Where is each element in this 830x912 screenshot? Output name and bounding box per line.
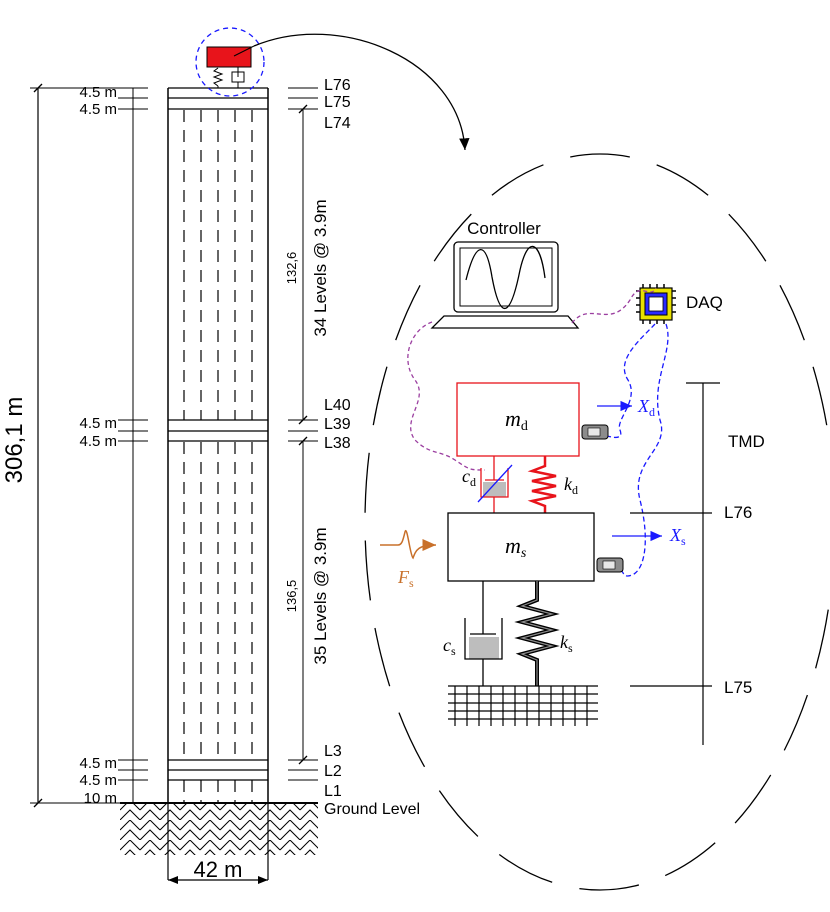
- tower-height-label: 306,1 m: [1, 397, 28, 484]
- upper-story-dim: 132,6: [284, 252, 299, 285]
- level-L74: L74: [324, 115, 351, 132]
- sensor-wire-md: [604, 323, 656, 439]
- roof-spring-icon: [212, 67, 224, 87]
- width-dimension: [168, 876, 268, 884]
- fs-label: Fs: [397, 567, 414, 590]
- controller-laptop: [430, 241, 580, 329]
- dim-l40-l39: 4.5 m: [79, 415, 117, 432]
- waveform-icon: [465, 245, 546, 309]
- tmd-mass-md: [456, 382, 580, 457]
- dim-l3-l2: 4.5 m: [79, 755, 117, 772]
- controller-label: Controller: [467, 219, 541, 238]
- dim-l2-l1: 4.5 m: [79, 772, 117, 789]
- interior-columns: [183, 110, 253, 803]
- damper-cs: [464, 581, 503, 686]
- level-L76: L76: [324, 77, 351, 94]
- sensor-ms-icon: [596, 557, 624, 573]
- detail-l76-label: L76: [724, 503, 752, 522]
- controller-daq-wire: [571, 287, 657, 324]
- left-floor-ticks: [118, 87, 148, 803]
- xs-label: Xs: [669, 525, 686, 548]
- sensor-wire-ms: [611, 323, 669, 577]
- tmd-label: TMD: [728, 432, 765, 451]
- right-floor-ticks: [288, 87, 318, 781]
- detail-ellipse: [364, 153, 830, 891]
- tmd-highlight-circle: [195, 27, 265, 97]
- level-L75: L75: [324, 94, 351, 111]
- xd-label: Xd: [637, 396, 655, 419]
- dim-l39-l38: 4.5 m: [79, 433, 117, 450]
- controller-damper-wire: [407, 321, 486, 471]
- level-L2: L2: [324, 763, 342, 780]
- tower: [120, 87, 318, 880]
- upper-levels-label: 34 Levels @ 3.9m: [311, 199, 330, 336]
- detail-leader-arrow: [253, 33, 470, 151]
- floor-lines: [168, 87, 268, 781]
- damper-cd: [477, 456, 513, 513]
- ks-label: ks: [560, 632, 573, 655]
- force-fs-arrow: [380, 529, 437, 560]
- ms-label: ms: [505, 533, 527, 561]
- ground-level-label: Ground Level: [324, 801, 420, 818]
- lower-story-dim: 136,5: [284, 580, 299, 613]
- height-dimension: [30, 83, 120, 808]
- level-L39: L39: [324, 416, 351, 433]
- ground-grid: [448, 685, 598, 726]
- detail-l75-label: L75: [724, 678, 752, 697]
- dim-l75-l74: 4.5 m: [79, 101, 117, 118]
- sensor-md-icon: [581, 424, 609, 440]
- daq-label: DAQ: [686, 293, 723, 312]
- kd-label: kd: [564, 474, 578, 497]
- roof-tmd-mass: [206, 46, 252, 68]
- level-L1: L1: [324, 783, 342, 800]
- md-label: md: [505, 406, 528, 434]
- level-L38: L38: [324, 435, 351, 452]
- tower-width-label: 42 m: [194, 857, 243, 882]
- daq-chip-icon: [636, 284, 676, 324]
- spring-kd-icon: [527, 456, 557, 513]
- dim-l76-l75: 4.5 m: [79, 84, 117, 101]
- foundation-hatch: [120, 803, 318, 855]
- cs-label: cs: [443, 635, 456, 658]
- level-L3: L3: [324, 743, 342, 760]
- structure-mass-ms: [447, 512, 595, 582]
- level-L40: L40: [324, 397, 351, 414]
- roof-tmd: [195, 27, 265, 97]
- cd-label: cd: [462, 466, 476, 489]
- level-bracket: [630, 382, 720, 745]
- lower-levels-label: 35 Levels @ 3.9m: [311, 527, 330, 664]
- dim-l1-ground: 10 m: [84, 790, 117, 807]
